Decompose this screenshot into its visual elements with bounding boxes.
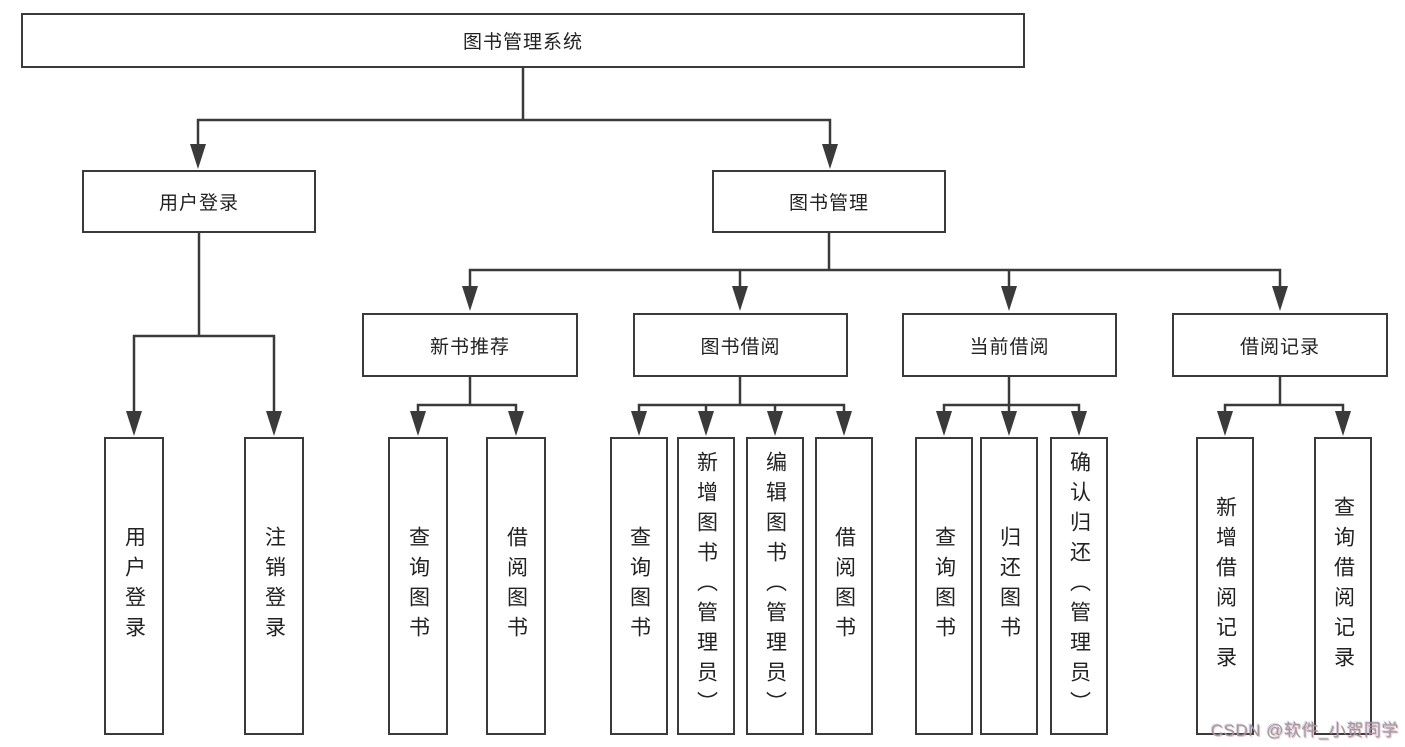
connector-borrow-records bbox=[1217, 375, 1351, 436]
node-leaf-add-borrow-record: 新增借阅记录 bbox=[1196, 437, 1254, 735]
node-leaf-user-login-label: 用户登录 bbox=[122, 526, 146, 646]
node-leaf-query-books-rec-label: 查询图书 bbox=[406, 526, 430, 646]
node-leaf-confirm-return-admin-label: 确认归还（管理员） bbox=[1067, 451, 1091, 721]
node-leaf-borrow-books-label: 借阅图书 bbox=[832, 526, 856, 646]
node-leaf-logout-label: 注销登录 bbox=[262, 526, 286, 646]
node-leaf-borrow-books-rec: 借阅图书 bbox=[486, 437, 546, 735]
node-leaf-logout: 注销登录 bbox=[244, 437, 304, 735]
connector-new-book-rec bbox=[410, 375, 524, 436]
node-leaf-query-books-rec: 查询图书 bbox=[388, 437, 448, 735]
node-user-login: 用户登录 bbox=[82, 170, 316, 233]
node-leaf-borrow-books: 借阅图书 bbox=[815, 437, 873, 735]
node-leaf-query-books-current-label: 查询图书 bbox=[932, 526, 956, 646]
node-leaf-return-book-label: 归还图书 bbox=[997, 526, 1021, 646]
node-leaf-add-book-admin-label: 新增图书（管理员） bbox=[694, 451, 718, 721]
connector-book-borrow bbox=[631, 375, 852, 436]
node-leaf-add-book-admin: 新增图书（管理员） bbox=[677, 437, 735, 735]
connector-user-login bbox=[126, 231, 282, 436]
node-leaf-edit-book-admin-label: 编辑图书（管理员） bbox=[763, 451, 787, 721]
node-borrow-records-label: 借阅记录 bbox=[1239, 336, 1320, 358]
node-leaf-query-borrow-record: 查询借阅记录 bbox=[1314, 437, 1372, 735]
node-system-root: 图书管理系统 bbox=[21, 13, 1025, 68]
node-leaf-confirm-return-admin: 确认归还（管理员） bbox=[1050, 437, 1108, 735]
node-current-borrow: 当前借阅 bbox=[902, 313, 1117, 377]
node-current-borrow-label: 当前借阅 bbox=[969, 336, 1050, 358]
node-new-book-rec: 新书推荐 bbox=[362, 313, 578, 377]
node-leaf-user-login: 用户登录 bbox=[104, 437, 164, 735]
node-book-borrow-label: 图书借阅 bbox=[700, 336, 781, 358]
node-borrow-records: 借阅记录 bbox=[1172, 313, 1388, 377]
node-leaf-query-books-borrow: 查询图书 bbox=[610, 437, 668, 735]
connector-book-mgmt bbox=[462, 231, 1288, 311]
node-user-login-label: 用户登录 bbox=[158, 193, 239, 214]
node-leaf-query-books-borrow-label: 查询图书 bbox=[627, 526, 651, 646]
watermark: CSDN @软件_小贺同学 bbox=[1210, 721, 1399, 740]
connector-current-borrow bbox=[936, 375, 1087, 436]
node-leaf-edit-book-admin: 编辑图书（管理员） bbox=[746, 437, 804, 735]
node-book-borrow: 图书借阅 bbox=[633, 313, 848, 377]
node-leaf-add-borrow-record-label: 新增借阅记录 bbox=[1213, 496, 1237, 676]
node-leaf-query-borrow-record-label: 查询借阅记录 bbox=[1331, 496, 1355, 676]
node-new-book-rec-label: 新书推荐 bbox=[429, 336, 510, 358]
node-book-mgmt: 图书管理 bbox=[712, 170, 946, 233]
node-book-mgmt-label: 图书管理 bbox=[788, 193, 869, 214]
node-leaf-borrow-books-rec-label: 借阅图书 bbox=[504, 526, 528, 646]
node-leaf-return-book: 归还图书 bbox=[980, 437, 1038, 735]
node-system-root-label: 图书管理系统 bbox=[462, 32, 583, 53]
node-leaf-query-books-current: 查询图书 bbox=[915, 437, 973, 735]
connector-root bbox=[190, 66, 838, 169]
